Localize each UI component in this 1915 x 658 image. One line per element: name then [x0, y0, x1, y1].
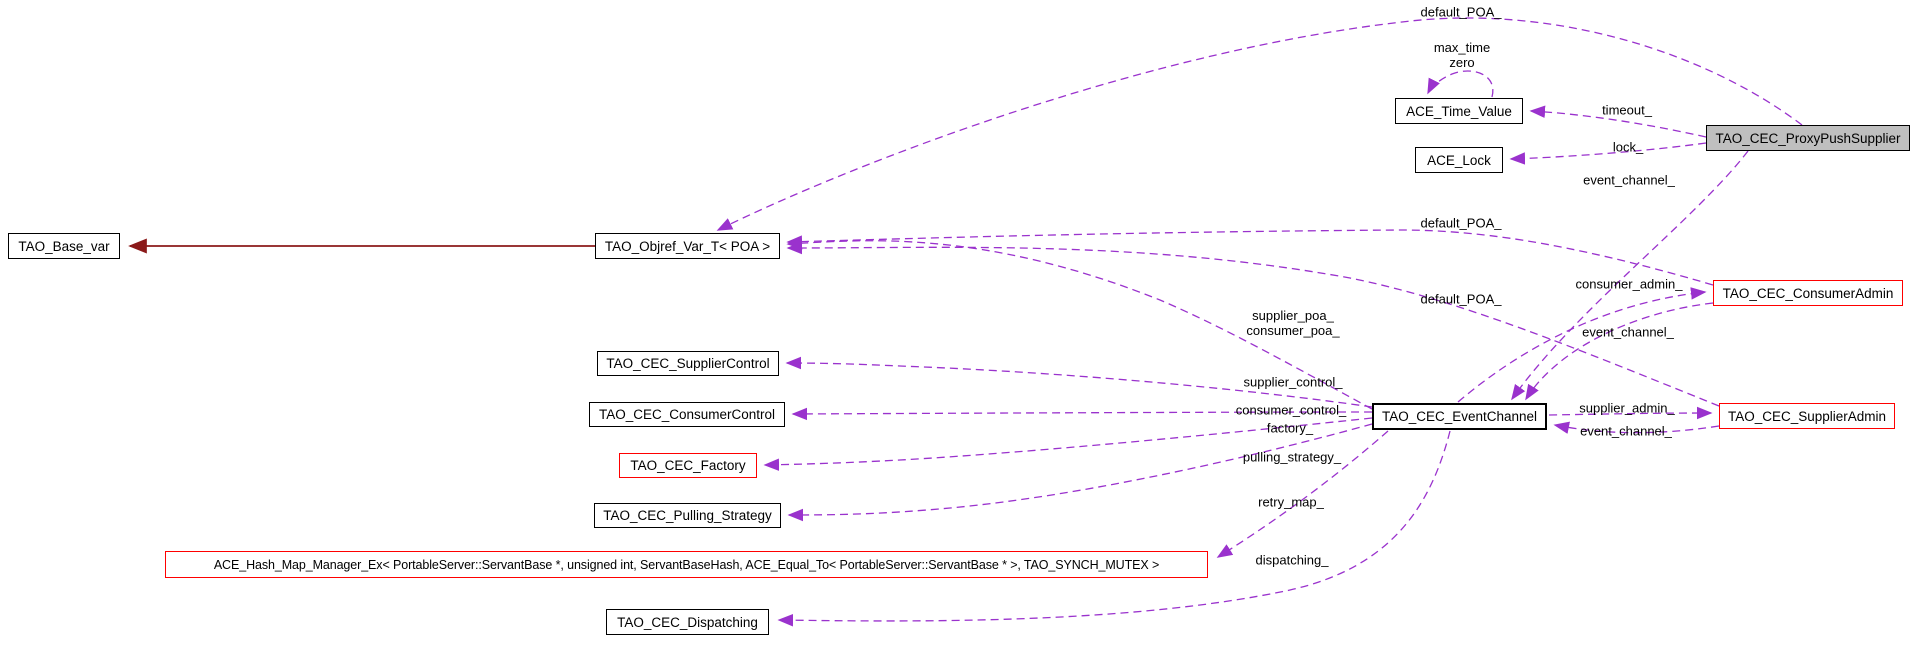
node-tao-cec-eventchannel[interactable]: TAO_CEC_EventChannel	[1372, 403, 1547, 430]
node-tao-base-var[interactable]: TAO_Base_var	[8, 233, 120, 259]
edge-label-timeout: timeout_	[1602, 102, 1652, 118]
edge-proxy-eventchannel	[1511, 150, 1749, 401]
node-ace-hash-map-manager-ex[interactable]: ACE_Hash_Map_Manager_Ex< PortableServer:…	[165, 551, 1208, 578]
edge-eventchannel-suppliercontrol	[785, 356, 1373, 408]
node-tao-cec-suppliercontrol[interactable]: TAO_CEC_SupplierControl	[597, 351, 779, 376]
edge-timevalue-selfloop	[1427, 70, 1494, 98]
edge-label-pulling-strategy: pulling_strategy_	[1242, 449, 1342, 465]
edge-label-default-poa-top: default_POA_	[1420, 4, 1502, 20]
edge-label-lock: lock_	[1612, 139, 1644, 155]
edge-label-factory: factory_	[1266, 420, 1314, 436]
edge-label-default-poa-supplieradmin: default_POA_	[1420, 291, 1502, 307]
edge-eventchannel-consumeradmin	[1457, 287, 1707, 403]
edge-eventchannel-consumercontrol	[791, 407, 1373, 421]
node-tao-objref-var-t-poa[interactable]: TAO_Objref_Var_T< POA >	[595, 233, 780, 259]
edge-label-event-channel-2: event_channel_	[1582, 324, 1674, 340]
edge-consumeradmin-eventchannel	[1525, 302, 1714, 401]
node-tao-cec-factory[interactable]: TAO_CEC_Factory	[619, 453, 757, 478]
node-tao-cec-supplieradmin[interactable]: TAO_CEC_SupplierAdmin	[1719, 403, 1895, 429]
edge-label-retry-map: retry_map_	[1258, 494, 1324, 510]
node-ace-lock[interactable]: ACE_Lock	[1415, 147, 1503, 173]
edge-label-supplier-consumer-poa: supplier_poa_ consumer_poa_	[1246, 308, 1340, 338]
edge-label-default-poa-consumeradmin: default_POA_	[1420, 215, 1502, 231]
edge-eventchannel-supplieradmin	[1548, 406, 1713, 420]
edge-label-supplier-control: supplier_control_	[1243, 374, 1343, 390]
edge-supplieradmin-eventchannel	[1553, 421, 1720, 434]
edge-eventchannel-retrymap-hashmap	[1216, 430, 1389, 558]
node-ace-time-value[interactable]: ACE_Time_Value	[1395, 98, 1523, 124]
edge-proxy-lock-acelock	[1509, 142, 1707, 165]
edge-label-supplier-admin: supplier_admin_	[1579, 400, 1675, 416]
edge-label-consumer-admin: consumer_admin_	[1575, 276, 1683, 292]
edge-label-consumer-control: consumer_control_	[1235, 402, 1347, 418]
edge-consumeradmin-defaultpoa-objref	[786, 229, 1714, 286]
edge-label-event-channel-1: event_channel_	[1583, 172, 1675, 188]
edge-label-dispatching: dispatching_	[1255, 552, 1329, 568]
edge-eventchannel-pullingstrategy	[787, 423, 1373, 522]
edge-proxy-timeout-timevalue	[1529, 105, 1707, 138]
node-tao-cec-pulling-strategy[interactable]: TAO_CEC_Pulling_Strategy	[594, 503, 781, 528]
edge-supplieradmin-defaultpoa-objref	[786, 241, 1720, 407]
edge-eventchannel-poa-objref	[786, 236, 1373, 410]
edge-eventchannel-dispatching	[777, 430, 1451, 627]
edge-label-event-channel-3: event_channel_	[1580, 423, 1672, 439]
node-tao-cec-consumercontrol[interactable]: TAO_CEC_ConsumerControl	[589, 402, 785, 427]
edge-proxy-defaultpoa-objref	[716, 17, 1803, 231]
edge-label-max-time-zero: max_time zero	[1433, 40, 1491, 70]
node-tao-cec-consumeradmin[interactable]: TAO_CEC_ConsumerAdmin	[1713, 280, 1903, 306]
node-tao-cec-proxypushsupplier[interactable]: TAO_CEC_ProxyPushSupplier	[1706, 125, 1910, 151]
node-tao-cec-dispatching[interactable]: TAO_CEC_Dispatching	[606, 609, 769, 635]
edge-eventchannel-factory	[763, 417, 1373, 471]
